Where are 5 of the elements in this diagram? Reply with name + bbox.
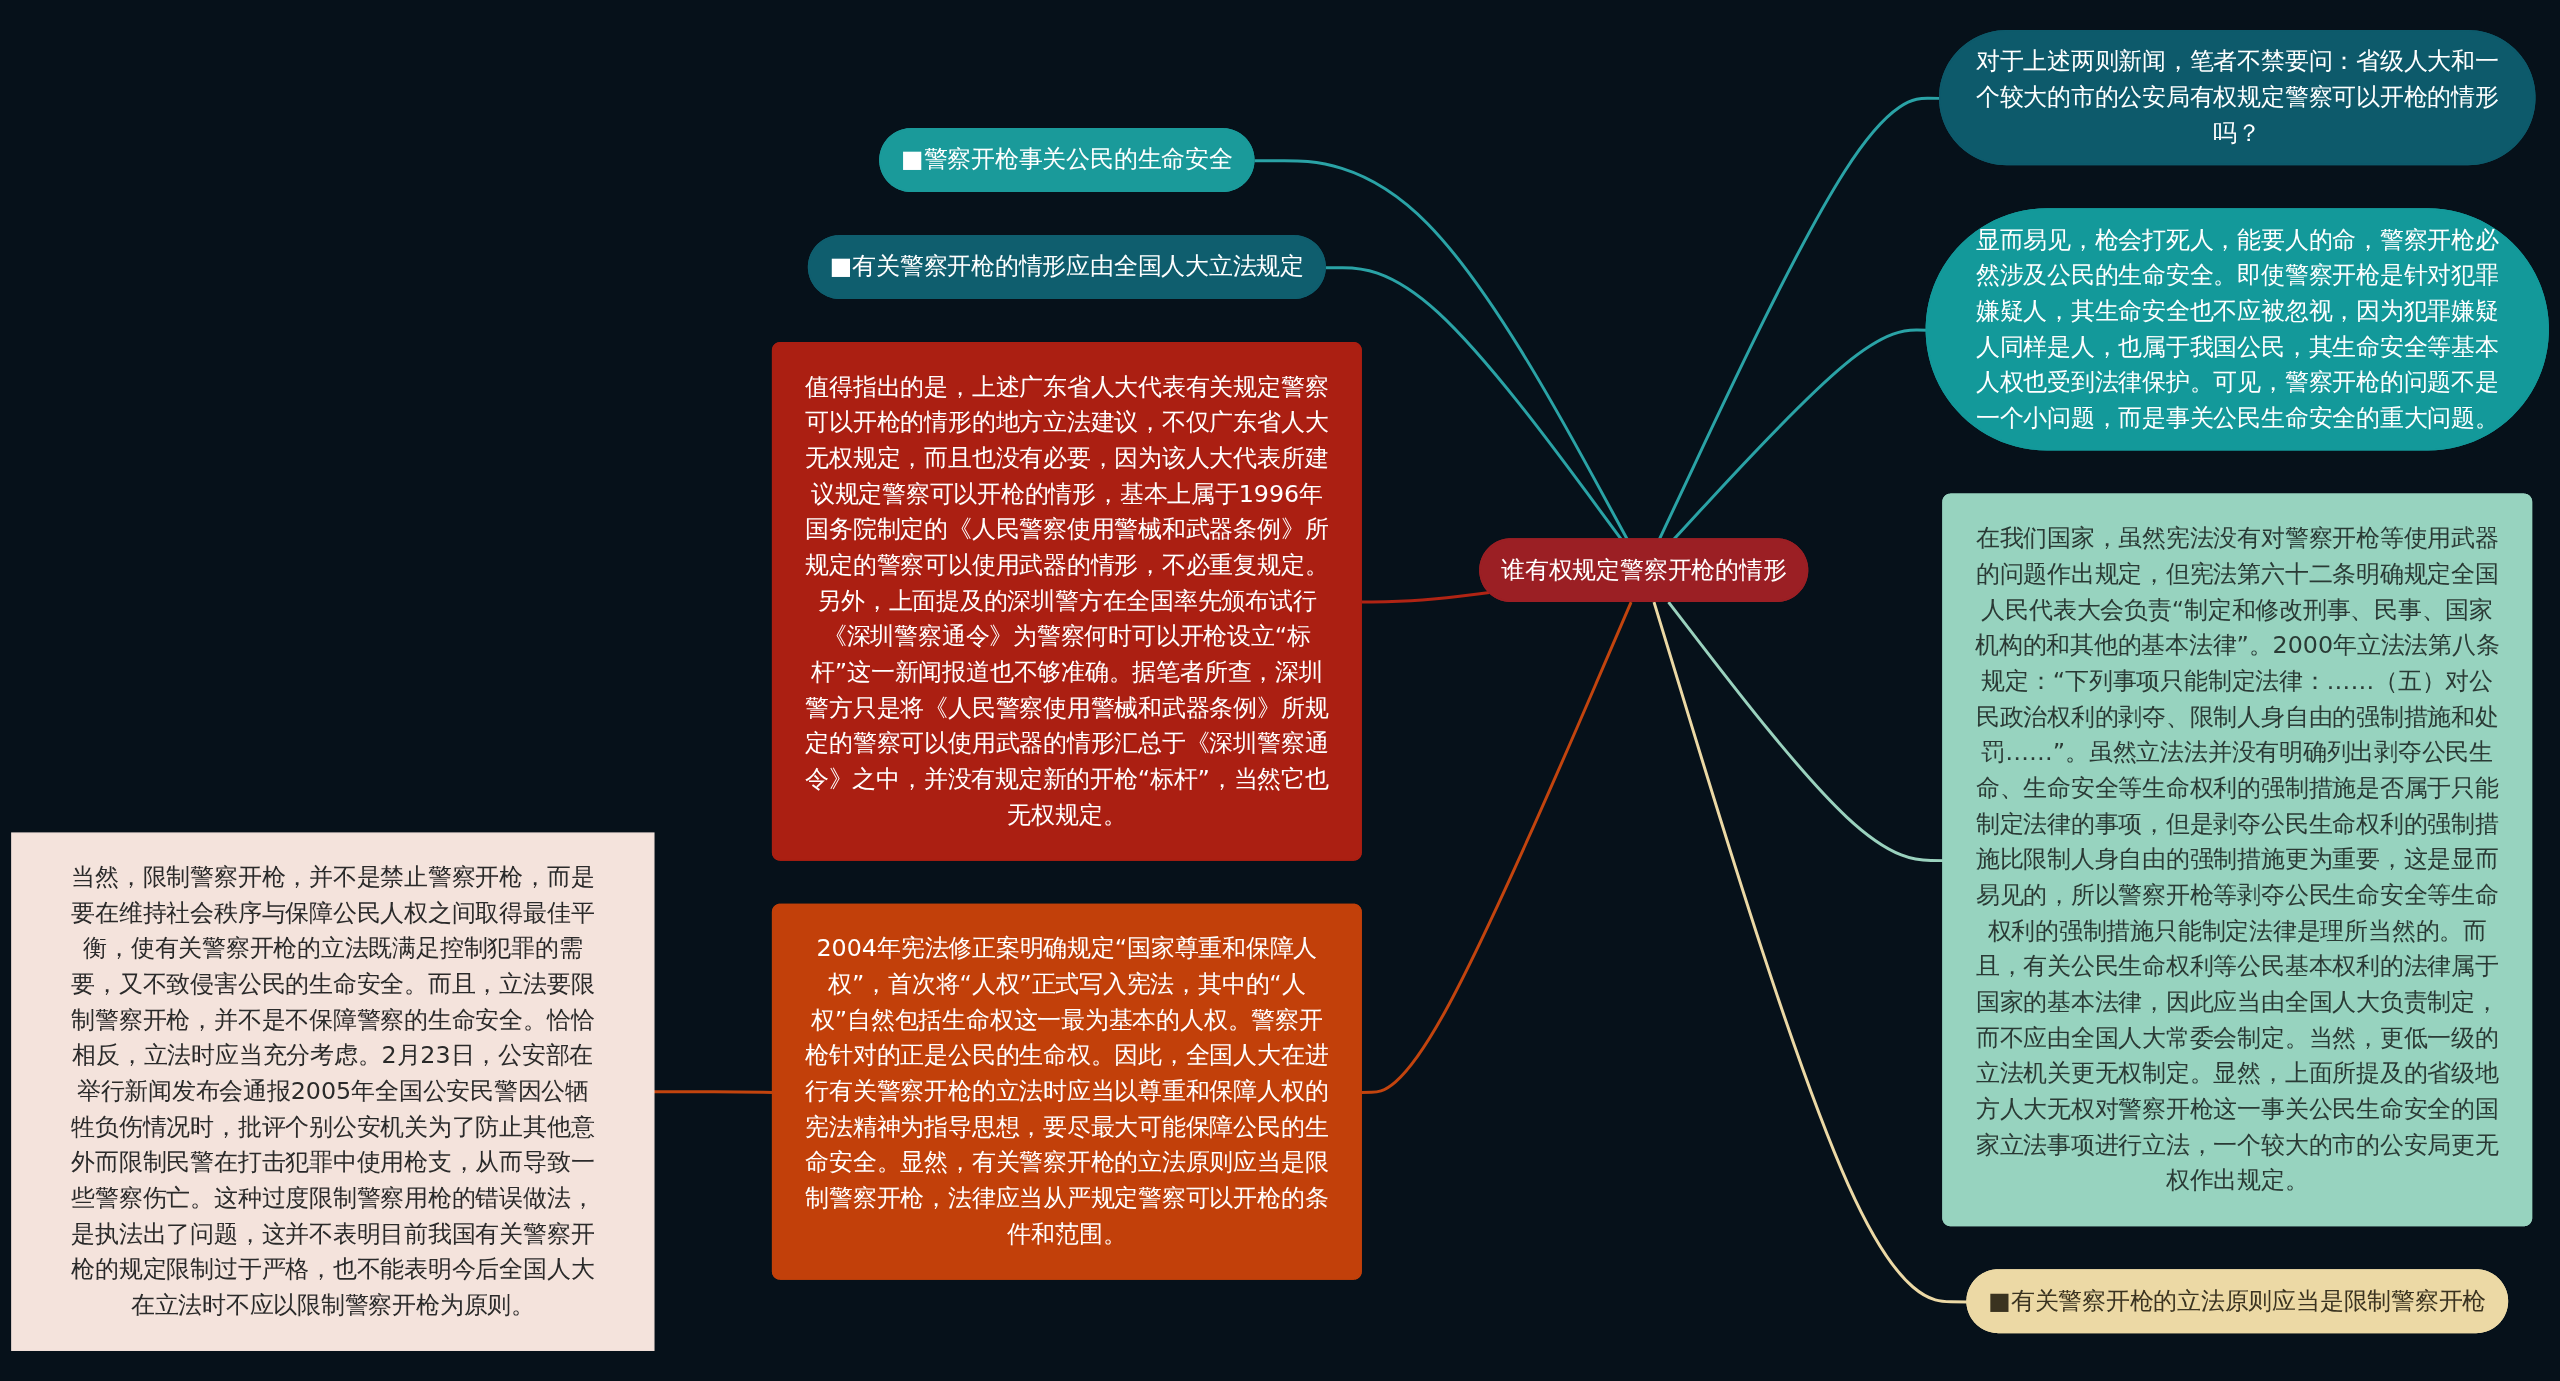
node-box: 当然，限制警察开枪，并不是禁止警察开枪，而是要在维持社会秩序与保障公民人权之间取得最佳平衡，使有关警察开枪的立法既满足控制犯罪的需要，又不致侵害公民的生命安全。而且，立法要限制警察开枪，并不是不保障警察的生命安全。恰恰相反，立法时应当充分考虑。2月23日，公安部在举行新闻发布会通报2005年全国公安民警因公牺牲负伤情况时，批评个别公安机关为了防止其他意外而限制民警在打击犯罪中使用枪支，从而导致一些警察伤亡。这种过度限制警察用枪的错误做法，是执法出了问题，这并不表明目前我国有关警察开枪的规定限制过于严格，也不能表明今后全国人大在立法时不应以限制警察开枪为原则。 (11, 832, 655, 1351)
connector (1652, 601, 1968, 1304)
connector (1667, 601, 1944, 863)
connector (1361, 591, 1490, 604)
connector (1361, 601, 1633, 1094)
